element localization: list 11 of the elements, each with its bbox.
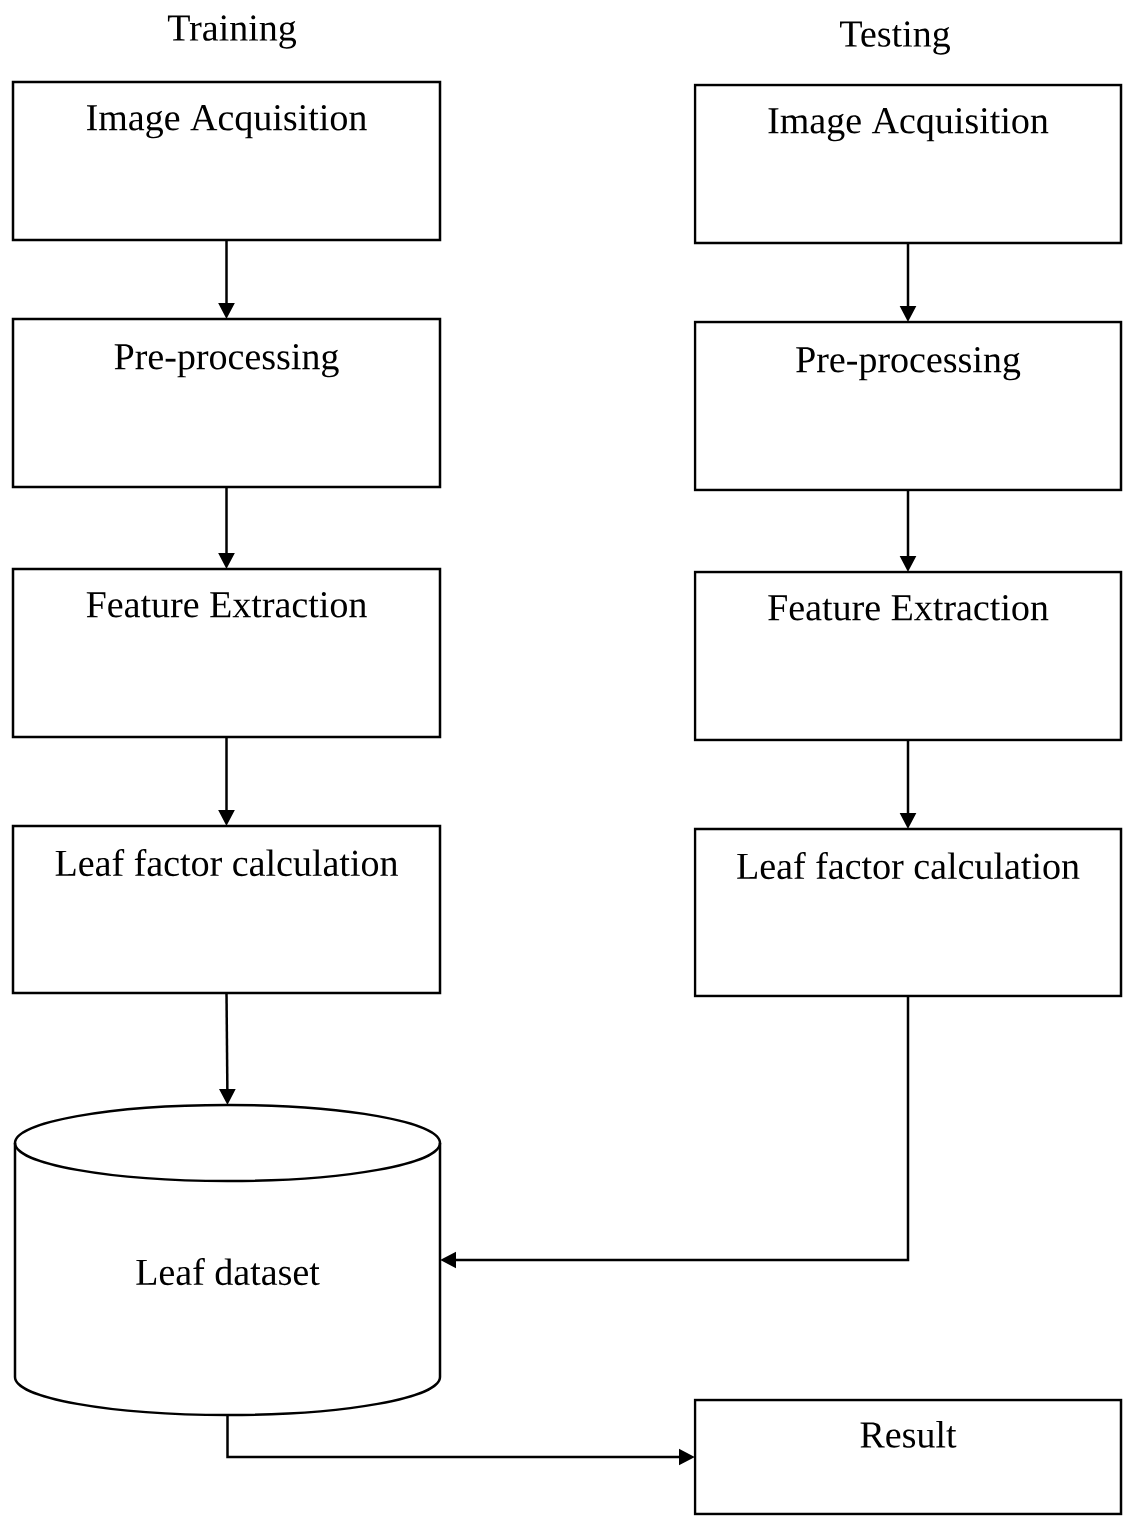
process-box: Pre-processing [693,320,1123,492]
process-box: Feature Extraction [693,570,1123,742]
node-label: Leaf dataset [136,1258,320,1286]
process-box: Result [693,1398,1123,1516]
process-box: Leaf factor calculation [11,824,442,995]
process-box: Feature Extraction [11,567,442,739]
process-box: Image Acquisition [693,83,1123,245]
process-box: Leaf factor calculation [693,827,1123,998]
database-cylinder: Leaf dataset [13,1103,442,1417]
process-box: Image Acquisition [11,80,442,242]
process-box: Pre-processing [11,317,442,489]
